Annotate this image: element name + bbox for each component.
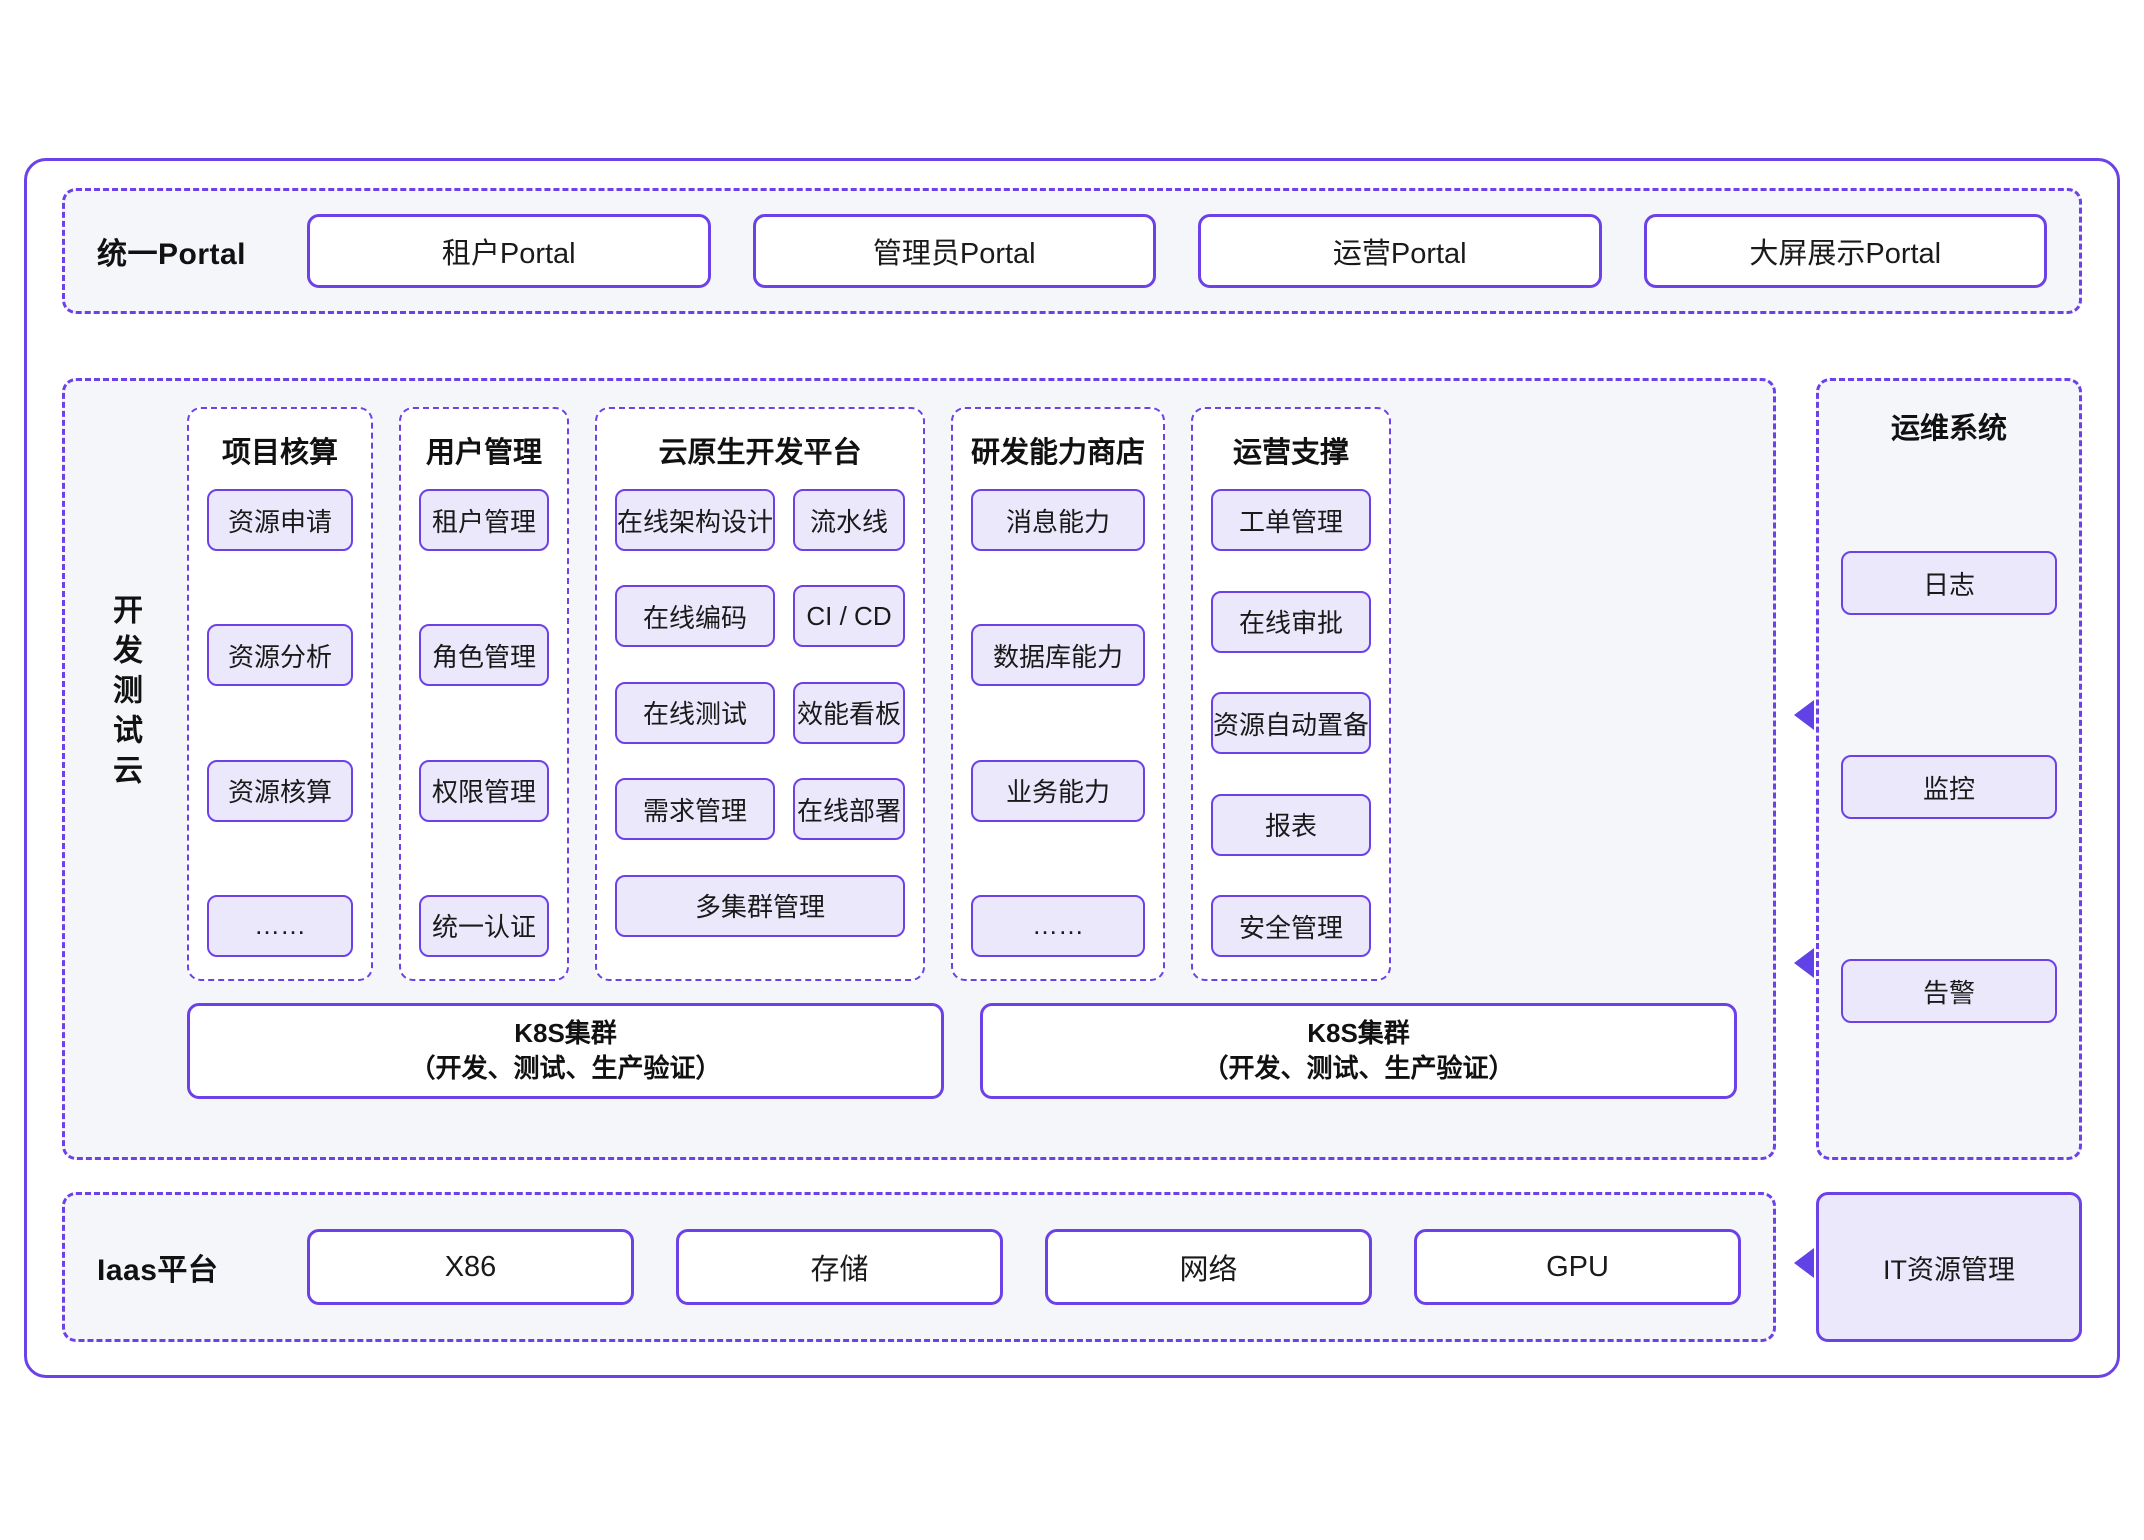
ops-system-panel: 运维系统 日志 监控 告警 <box>1816 378 2082 1160</box>
unified-portal-section: 统一Portal 租户Portal 管理员Portal 运营Portal 大屏展… <box>62 188 2082 314</box>
k8s-cluster-box-1[interactable]: K8S集群 （开发、测试、生产验证） <box>187 1003 944 1099</box>
column-item-list: 租户管理 角色管理 权限管理 统一认证 <box>419 489 549 957</box>
chip-auto-resource-provisioning[interactable]: 资源自动置备 <box>1211 692 1372 754</box>
middle-band: 开发测试云 项目核算 资源申请 资源分析 资源核算 …… 用户管理 租户管理 <box>62 378 2082 1160</box>
column-cloud-native-platform: 云原生开发平台 在线架构设计 流水线 在线编码 CI / CD 在线测试 效能看… <box>595 407 925 981</box>
chip-multi-cluster-management[interactable]: 多集群管理 <box>615 874 905 937</box>
chip-resource-analysis[interactable]: 资源分析 <box>207 624 353 687</box>
chip-ticket-management[interactable]: 工单管理 <box>1211 489 1372 551</box>
iaas-platform-section: Iaas平台 X86 存储 网络 GPU <box>62 1192 1776 1342</box>
k8s-title: K8S集群 <box>1307 1017 1410 1048</box>
iaas-card-x86[interactable]: X86 <box>307 1229 634 1305</box>
column-user-management: 用户管理 租户管理 角色管理 权限管理 统一认证 <box>399 407 569 981</box>
chip-role-management[interactable]: 角色管理 <box>419 624 549 687</box>
chip-alarm[interactable]: 告警 <box>1841 959 2057 1023</box>
chip-message-capability[interactable]: 消息能力 <box>971 489 1146 551</box>
chip-online-architecture-design[interactable]: 在线架构设计 <box>615 489 776 551</box>
k8s-cluster-row: K8S集群 （开发、测试、生产验证） K8S集群 （开发、测试、生产验证） <box>65 981 1773 1123</box>
chip-more-accounting[interactable]: …… <box>207 894 353 957</box>
k8s-title: K8S集群 <box>514 1017 617 1048</box>
portal-card-operations[interactable]: 运营Portal <box>1198 214 1602 288</box>
iaas-card-storage[interactable]: 存储 <box>676 1229 1003 1305</box>
devtest-vertical-label: 开发测试云 <box>108 594 141 794</box>
chip-database-capability[interactable]: 数据库能力 <box>971 624 1146 687</box>
iaas-band: Iaas平台 X86 存储 网络 GPU IT资源管理 <box>62 1192 2082 1342</box>
ops-system-item-list: 日志 监控 告警 <box>1841 481 2057 1133</box>
iaas-card-network[interactable]: 网络 <box>1045 1229 1372 1305</box>
devtest-columns: 开发测试云 项目核算 资源申请 资源分析 资源核算 …… 用户管理 租户管理 <box>65 381 1773 981</box>
chip-online-testing[interactable]: 在线测试 <box>615 681 776 744</box>
chip-efficiency-dashboard[interactable]: 效能看板 <box>793 681 905 744</box>
k8s-subtitle: （开发、测试、生产验证） <box>1202 1053 1515 1083</box>
chip-tenant-management[interactable]: 租户管理 <box>419 489 549 551</box>
unified-portal-label: 统一Portal <box>97 238 247 271</box>
column-title: 项目核算 <box>221 437 338 469</box>
portal-card-admin[interactable]: 管理员Portal <box>752 214 1156 288</box>
k8s-cluster-box-2[interactable]: K8S集群 （开发、测试、生产验证） <box>980 1003 1737 1099</box>
iaas-platform-label: Iaas平台 <box>97 1254 219 1287</box>
portal-card-tenant[interactable]: 租户Portal <box>307 214 711 288</box>
column-title: 云原生开发平台 <box>658 437 862 469</box>
chip-permission-management[interactable]: 权限管理 <box>419 759 549 822</box>
chip-log[interactable]: 日志 <box>1841 551 2057 615</box>
ops-system-title: 运维系统 <box>1890 413 2007 445</box>
triangle-left-icon <box>1794 1248 1814 1278</box>
column-item-list: 工单管理 在线审批 资源自动置备 报表 安全管理 <box>1211 489 1372 957</box>
chip-online-deployment[interactable]: 在线部署 <box>793 778 905 841</box>
column-title: 用户管理 <box>425 437 542 469</box>
k8s-subtitle: （开发、测试、生产验证） <box>409 1053 722 1083</box>
it-resource-management-card[interactable]: IT资源管理 <box>1816 1192 2082 1342</box>
column-rnd-capability-store: 研发能力商店 消息能力 数据库能力 业务能力 …… <box>951 407 1166 981</box>
portal-card-bigscreen[interactable]: 大屏展示Portal <box>1643 214 2047 288</box>
column-operation-support: 运营支撑 工单管理 在线审批 资源自动置备 报表 安全管理 <box>1191 407 1392 981</box>
chip-business-capability[interactable]: 业务能力 <box>971 759 1146 822</box>
triangle-left-icon <box>1794 700 1814 730</box>
column-item-list: 消息能力 数据库能力 业务能力 …… <box>971 489 1146 957</box>
chip-more-capability[interactable]: …… <box>971 894 1146 957</box>
chip-monitoring[interactable]: 监控 <box>1841 755 2057 819</box>
chip-requirement-management[interactable]: 需求管理 <box>615 778 776 841</box>
column-item-list: 资源申请 资源分析 资源核算 …… <box>207 489 353 957</box>
chip-resource-apply[interactable]: 资源申请 <box>207 489 353 551</box>
chip-report[interactable]: 报表 <box>1211 793 1372 856</box>
devtest-cloud-section: 开发测试云 项目核算 资源申请 资源分析 资源核算 …… 用户管理 租户管理 <box>62 378 1776 1160</box>
portal-card-list: 租户Portal 管理员Portal 运营Portal 大屏展示Portal <box>307 214 2047 288</box>
column-item-grid: 在线架构设计 流水线 在线编码 CI / CD 在线测试 效能看板 需求管理 在… <box>615 489 905 957</box>
iaas-card-gpu[interactable]: GPU <box>1414 1229 1741 1305</box>
chip-ci-cd[interactable]: CI / CD <box>793 585 905 648</box>
chip-pipeline[interactable]: 流水线 <box>793 489 905 551</box>
chip-unified-auth[interactable]: 统一认证 <box>419 894 549 957</box>
triangle-left-icon <box>1794 948 1814 978</box>
chip-online-coding[interactable]: 在线编码 <box>615 585 776 648</box>
column-title: 研发能力商店 <box>971 437 1146 469</box>
column-title: 运营支撑 <box>1233 437 1350 469</box>
column-project-accounting: 项目核算 资源申请 资源分析 资源核算 …… <box>187 407 373 981</box>
iaas-card-list: X86 存储 网络 GPU <box>307 1229 1741 1305</box>
chip-security-management[interactable]: 安全管理 <box>1211 895 1372 957</box>
chip-resource-accounting[interactable]: 资源核算 <box>207 759 353 822</box>
chip-online-approval[interactable]: 在线审批 <box>1211 590 1372 653</box>
